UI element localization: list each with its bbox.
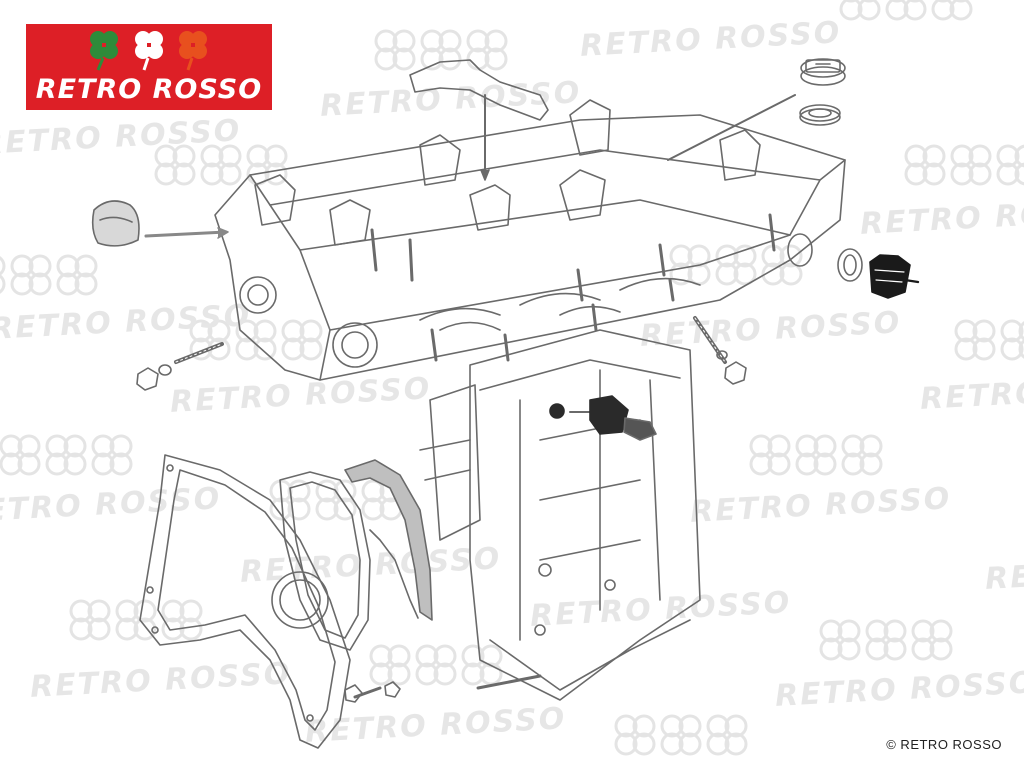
front-cover-gasket-part (279, 471, 371, 651)
oil-pressure-switch-part (549, 395, 657, 441)
oil-filler-cap-part (800, 58, 846, 86)
clover-icons (90, 31, 207, 71)
copyright-notice: © RETRO ROSSO (886, 737, 1002, 752)
temperature-sender-part (869, 254, 920, 299)
white-clover-icon (135, 31, 163, 71)
engine-block-part (419, 329, 701, 701)
cylinder-head-part (214, 99, 846, 381)
sealing-ring-part (837, 248, 863, 282)
retro-rosso-logo: RETRO ROSSO (26, 24, 272, 110)
logo-text: RETRO ROSSO (35, 74, 263, 105)
orange-clover-icon (179, 31, 207, 71)
oil-pan-gasket-part (344, 459, 433, 621)
rubber-plug-part (91, 200, 229, 247)
leader-arrow (667, 94, 796, 161)
nuts-part (136, 350, 747, 703)
timing-cover-gasket-part (139, 454, 351, 749)
filler-cap-seal-part (799, 104, 841, 126)
head-cover-bracket-part (409, 59, 549, 181)
green-clover-icon (90, 31, 118, 71)
